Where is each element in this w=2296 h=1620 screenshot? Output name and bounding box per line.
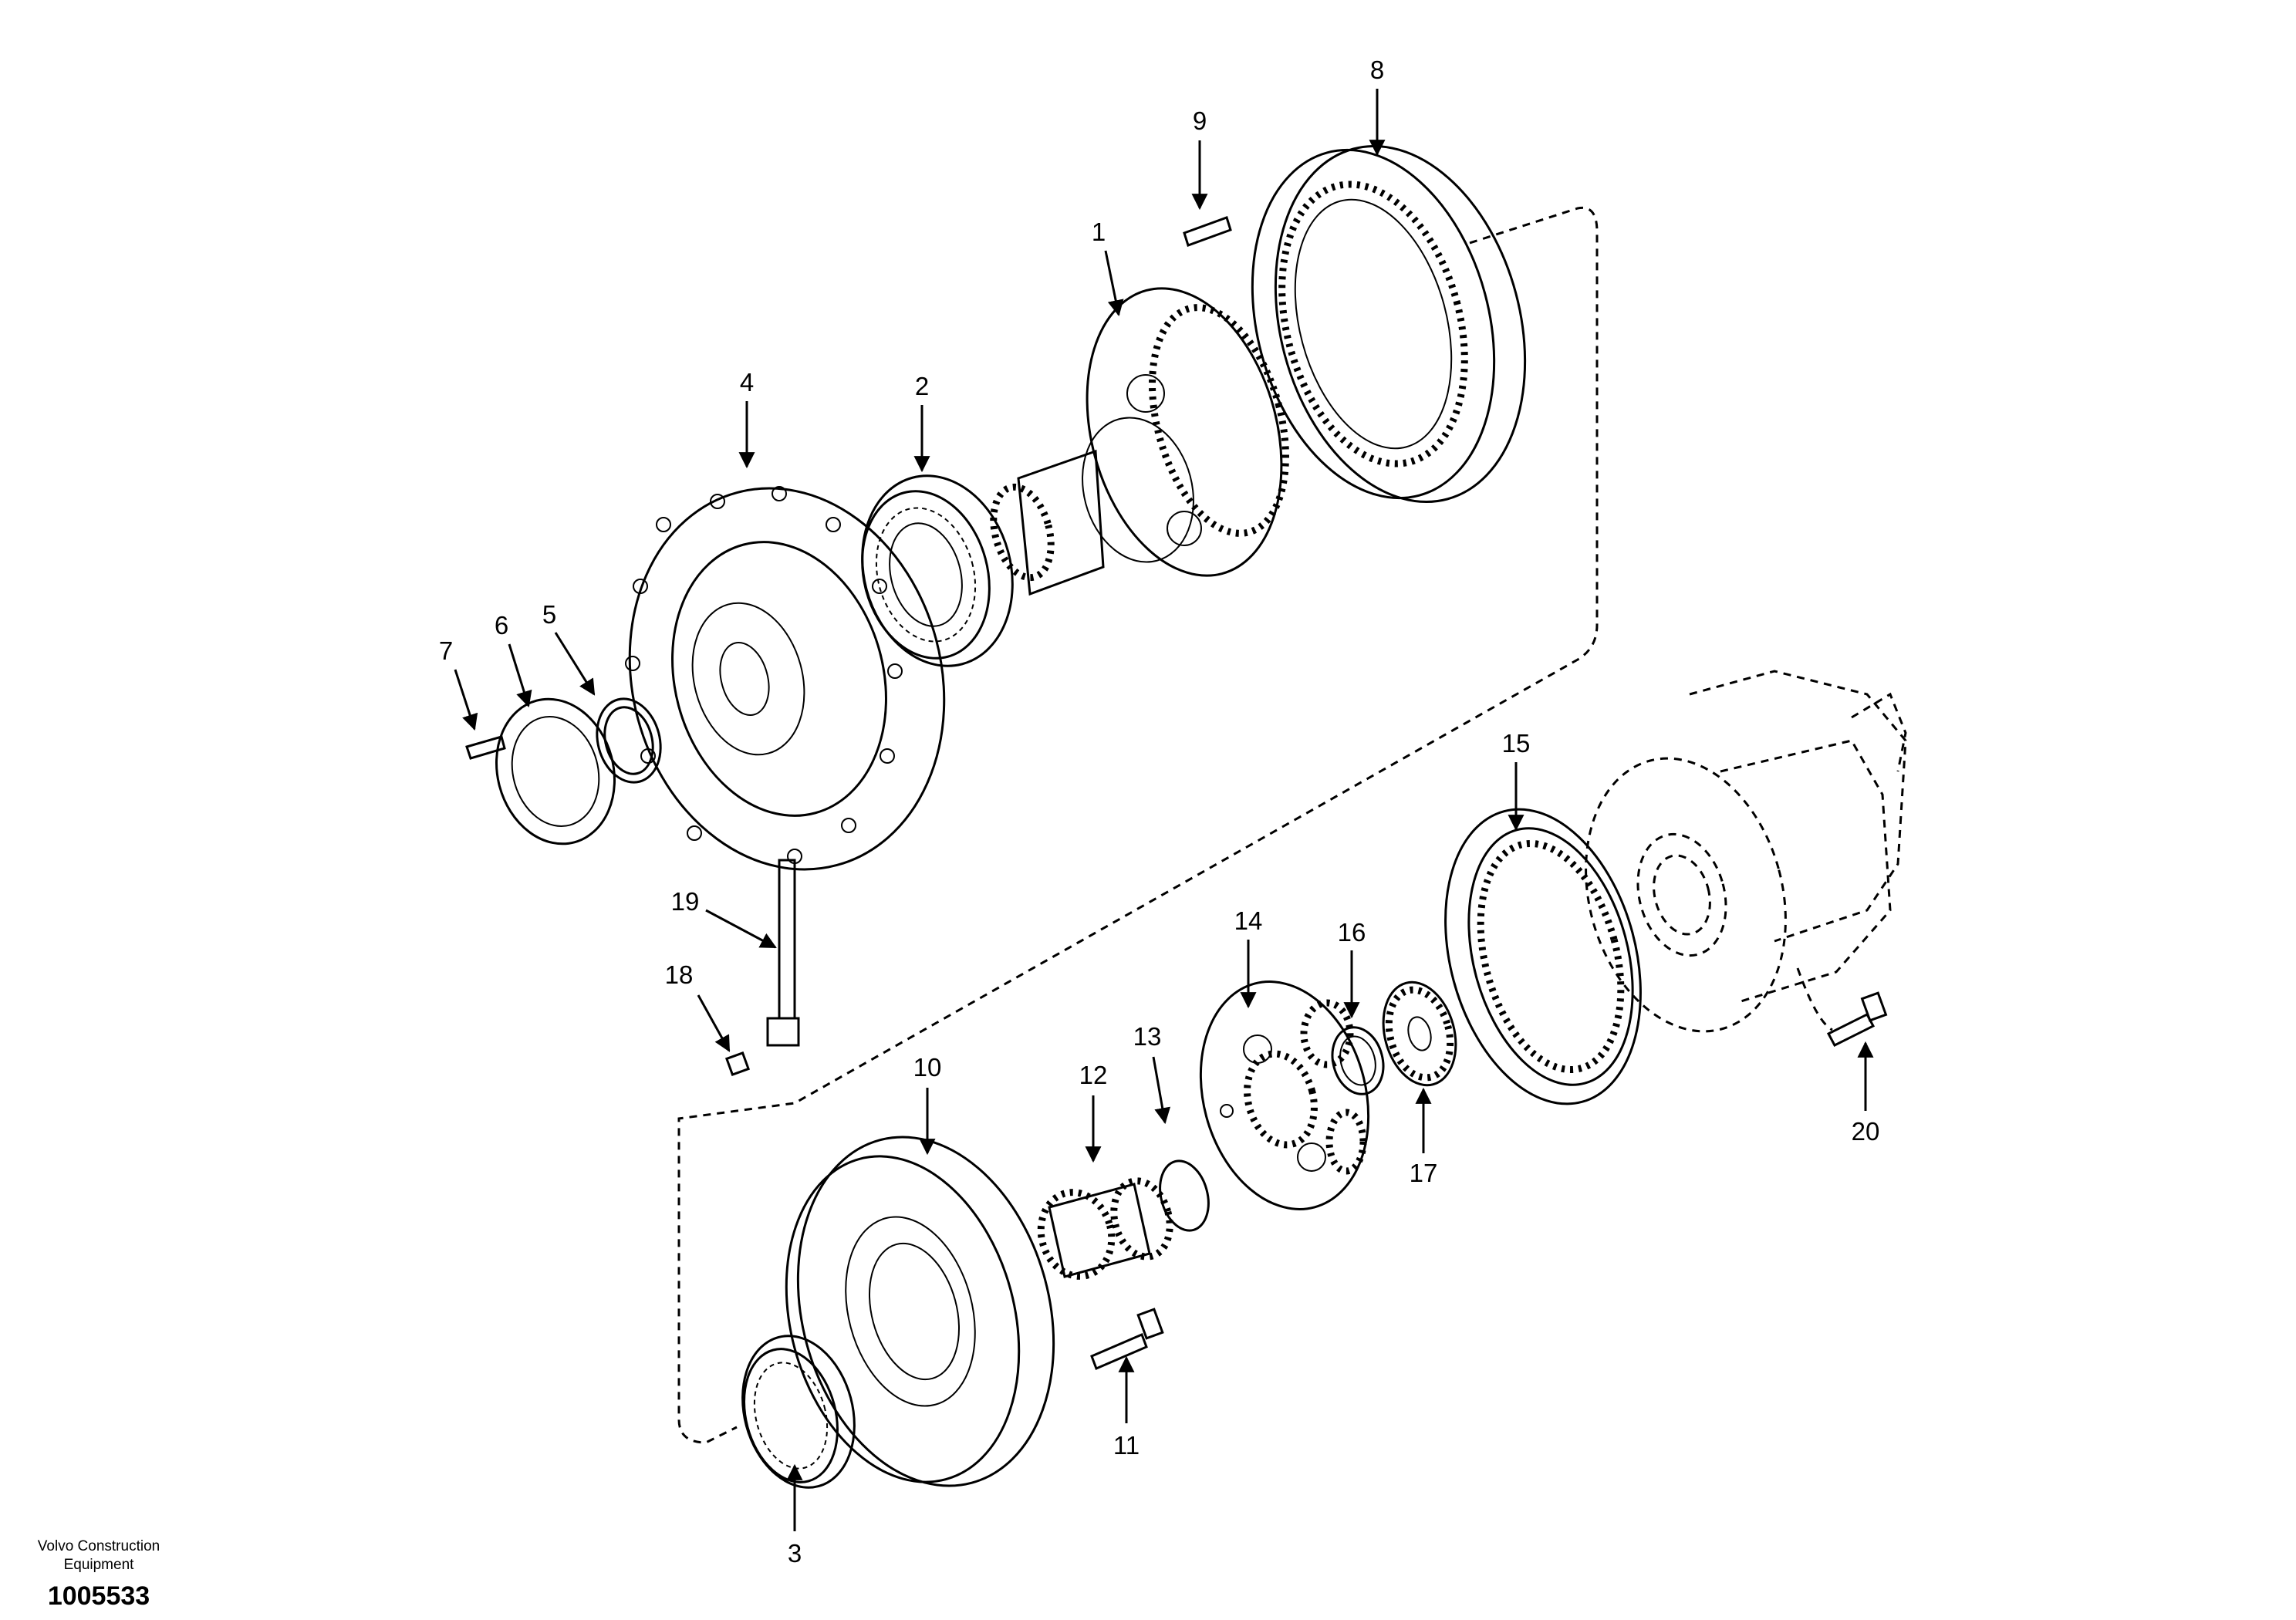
callout-10: 10 [913,1053,942,1082]
leader-19 [705,909,777,949]
sun-gear-part-12 [1037,1177,1173,1280]
callout-8: 8 [1370,56,1384,84]
screw-part-7 [465,735,506,760]
callout-18: 18 [665,960,694,989]
planet-carrier-part-14 [1199,980,1370,1210]
ring-gear-part-15 [1444,808,1642,1105]
callout-3: 3 [788,1539,802,1568]
brand-line-2: Equipment [64,1557,135,1573]
callout-4: 4 [740,368,754,397]
leader-18 [697,994,731,1052]
callout-labels: 1 2 3 4 5 6 7 8 9 10 11 12 13 14 15 16 1… [439,56,1880,1568]
callout-9: 9 [1193,106,1207,135]
planet-carrier-part-1 [990,287,1289,596]
callout-6: 6 [495,611,508,640]
leader-1 [1104,250,1124,317]
thrust-washer-part-16 [1331,1026,1385,1095]
callout-5: 5 [542,600,556,629]
travel-motor-outline [1585,670,1907,1033]
bolt-part-20 [1826,991,1888,1047]
callout-2: 2 [915,372,929,400]
ring-gear-part-8 [1251,144,1527,504]
planet-gear-part-17 [1382,980,1457,1087]
document-number: 1005533 [48,1581,150,1611]
callout-12: 12 [1079,1061,1108,1089]
callout-20: 20 [1852,1117,1880,1146]
callout-16: 16 [1338,918,1366,947]
callout-11: 11 [1113,1431,1140,1460]
bolt-part-11 [1090,1308,1164,1371]
plate-part-6 [495,697,616,845]
leader-6 [508,643,532,708]
leader-arrows [454,89,1874,1531]
snap-ring-part-13 [1159,1159,1210,1232]
callout-1: 1 [1092,218,1106,246]
bearing-part-2 [861,474,1014,667]
seal-ring-part-5 [596,697,662,784]
callout-15: 15 [1502,729,1531,758]
footer: Volvo Construction Equipment 1005533 [38,1538,160,1611]
flange-housing-part-4 [625,486,946,871]
callout-17: 17 [1410,1159,1438,1187]
pin-part-9 [1183,216,1232,247]
leader-13 [1152,1056,1171,1125]
bearing-part-3 [741,1335,856,1489]
leader-7 [454,669,478,731]
leader-5 [554,632,596,696]
rod-part-19 [766,859,800,1047]
callout-7: 7 [439,636,453,665]
callout-19: 19 [671,887,700,916]
motor-link-path [1796,967,1833,1031]
callout-13: 13 [1133,1022,1162,1051]
cover-housing-part-10 [785,1136,1055,1487]
plug-part-18 [724,1051,751,1077]
callout-14: 14 [1234,906,1263,935]
brand-line-1: Volvo Construction [38,1538,160,1554]
assembly-path [677,206,1599,1444]
